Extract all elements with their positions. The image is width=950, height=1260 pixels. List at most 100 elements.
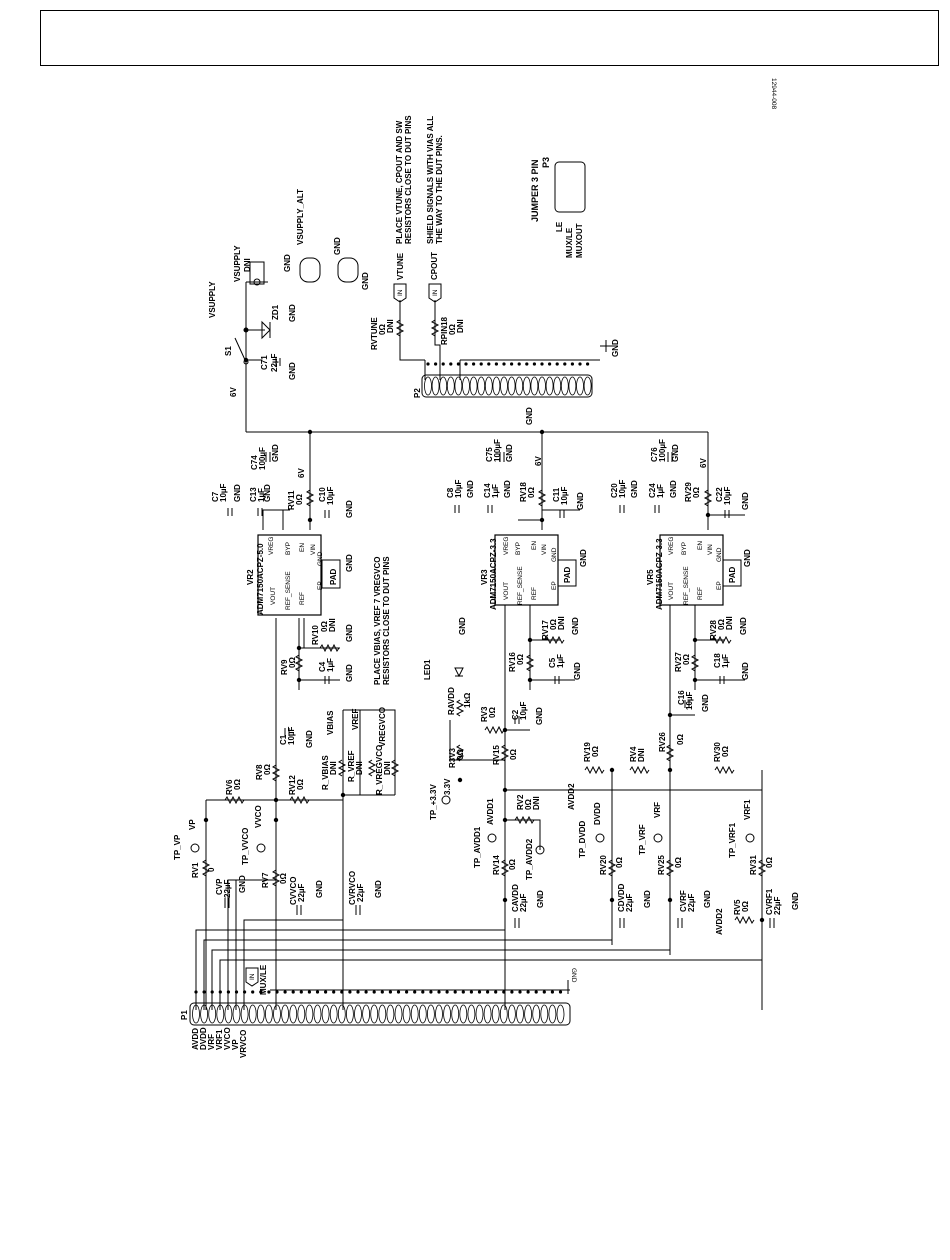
label-rv28: RV28 (709, 620, 718, 640)
label-rv15-val: 0Ω (509, 749, 518, 760)
label-rv19-val: 0Ω (591, 746, 600, 757)
label-gnd-c5: GND (573, 662, 582, 680)
label-rv14-val: 0Ω (508, 859, 517, 870)
label-c74: C74 (250, 455, 259, 470)
gnd-tie-dot (291, 990, 295, 994)
label-ravdd-val: 1kΩ (463, 692, 472, 708)
label-vregvco: VREGVCO (378, 707, 387, 747)
connector-pin (500, 376, 508, 396)
label-vr3-pad: PAD (563, 566, 572, 583)
connector-pin (548, 1004, 557, 1024)
label-avdd1: AVDD1 (486, 798, 495, 825)
gnd-tie-dot (494, 990, 498, 994)
label-c8: C8 (446, 487, 455, 498)
label-rv12-val: 0Ω (296, 779, 305, 790)
label-gnd-c18: GND (741, 662, 750, 680)
label-rv11-val: 0Ω (295, 494, 304, 505)
connector-pin (492, 376, 501, 396)
label-c76-val: 100µF (658, 439, 667, 462)
p2-pins (424, 362, 592, 396)
label-gnd-cvrf1: GND (791, 892, 800, 910)
label-rpin18: RPIN18 (440, 316, 449, 345)
label-gnd-c71: GND (288, 362, 297, 380)
gnd-tie-dot (453, 990, 457, 994)
label-tp-vrf1: TP_VRF1 (728, 822, 737, 858)
label-gnd-c24: GND (669, 480, 678, 498)
label-p2: P2 (413, 388, 422, 398)
label-gnd-c13: GND (263, 484, 272, 502)
label-vsupply-dni: VSUPPLY (233, 245, 242, 282)
label-c18: C18 (713, 653, 722, 668)
connector-pin (305, 1004, 314, 1024)
label-cdvdd: CDVDD (617, 883, 626, 912)
gnd-tie-dot (534, 990, 538, 994)
label-c14: C14 (483, 483, 492, 498)
label-rv28-dni: DNI (725, 616, 734, 630)
connector-pin (435, 1004, 443, 1024)
connector-pin (475, 1004, 484, 1024)
wires (195, 281, 763, 1010)
label-vr5-en: EN (697, 541, 704, 550)
gnd-tie-dot (437, 990, 441, 994)
gnd-tie-dot (445, 990, 449, 994)
gnd-tie-dot (472, 362, 476, 366)
label-ravdd: RAVDD (447, 687, 456, 715)
label-gnd-c1: GND (305, 730, 314, 748)
gnd-tie-dot (405, 990, 409, 994)
connector-pin (378, 1004, 387, 1024)
label-p1-vrvco: VRVCO (239, 1030, 248, 1058)
connector-pin (446, 376, 455, 396)
note-shield-2: THE WAY TO THE DUT PINS. (435, 135, 444, 244)
note-vbias-1: PLACE VBIAS, VREF 7 VREGVCO (373, 557, 382, 685)
label-rv20: RV20 (599, 855, 608, 875)
gnd-tie-dot (550, 990, 555, 994)
connector-pin (462, 376, 470, 396)
label-gnd-vr3: GND (579, 549, 588, 567)
gnd-tie-dot (510, 990, 514, 994)
label-gnd-c8: GND (466, 480, 475, 498)
label-tp-avdd1: TP_AVDD1 (473, 826, 482, 868)
label-vsupply: VSUPPLY (208, 281, 217, 318)
label-c24-val: 1µF (656, 484, 665, 498)
connector-pin (556, 1004, 565, 1024)
gnd-tie-dot (548, 362, 552, 366)
note-shield-1: SHIELD SIGNALS WITH VIAS ALL (426, 116, 435, 244)
connector-pin (224, 1004, 233, 1024)
connector-pin (264, 1004, 273, 1024)
label-avdd2: AVDD2 (567, 783, 576, 810)
label-rv27-val: 0Ω (682, 654, 691, 665)
label-3v3: 3.3V (443, 778, 452, 795)
label-cavdd: CAVDD (511, 884, 520, 912)
label-gnd-cvp: GND (238, 875, 247, 893)
label-s1: S1 (224, 346, 233, 356)
label-gnd-c75: GND (505, 444, 514, 462)
label-vr3-ref: REF (531, 587, 538, 600)
gnd-tie-dot (388, 990, 392, 994)
label-c22: C22 (715, 487, 724, 502)
label-rv4: RV4 (629, 746, 638, 762)
label-vbias: VBIAS (326, 710, 335, 735)
label-c8-val: 10µF (454, 479, 463, 498)
label-dvdd: DVDD (593, 802, 602, 825)
gnd-tie-dot (380, 990, 384, 994)
label-cvrf1: CVRF1 (765, 888, 774, 915)
label-tp-avdd2: TP_AVDD2 (525, 838, 534, 880)
label-r-vref: R_VREF (347, 750, 356, 782)
label-rv16-val: 0Ω (516, 654, 525, 665)
label-cvrf1-val: 22µF (773, 896, 782, 915)
connector-pin (354, 1004, 362, 1024)
label-cvvco: CVVCO (289, 877, 298, 905)
gnd-tie-dot (275, 990, 279, 994)
label-rv30-val: 0Ω (721, 746, 730, 757)
label-c5: C5 (548, 657, 557, 668)
label-p1-vrf: VRF (207, 1034, 216, 1050)
label-6v-vr3: 6V (534, 456, 543, 466)
label-rv7: RV7 (261, 872, 270, 888)
label-rv6: RV6 (225, 779, 234, 795)
connector-pin (540, 1004, 549, 1024)
label-c1: C1 (279, 734, 288, 745)
connector-pin (560, 376, 569, 396)
label-rv29: RV29 (684, 482, 693, 502)
label-c24: C24 (648, 483, 657, 498)
